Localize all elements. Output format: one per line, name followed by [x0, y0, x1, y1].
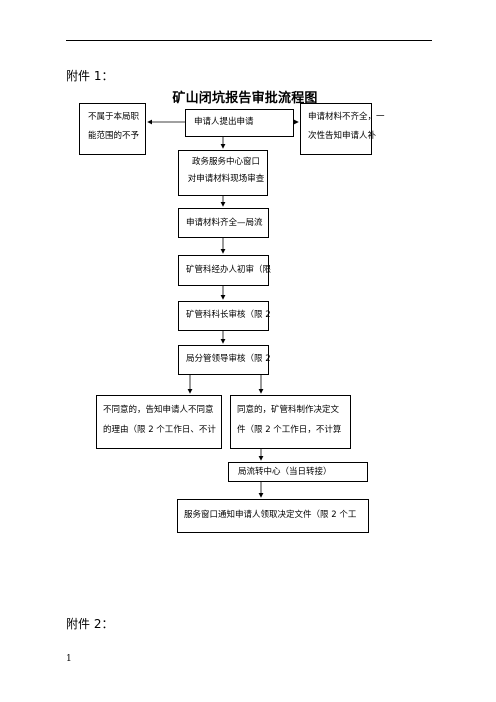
disagree-box: 不同意的，告知申请人不同意 的理由（限 2 个工作日、不计 — [96, 395, 222, 449]
leader-review-box: 局分管领导审核（限 2 — [178, 345, 271, 375]
disagree-line-2: 的理由（限 2 个工作日、不计 — [103, 424, 216, 435]
window-review-line-1: 政务服务中心窗口 — [191, 157, 260, 167]
apply-box: 申请人提出申请 — [185, 109, 294, 137]
agree-line-2: 件（限 2 个工作日，不计算 — [237, 424, 342, 435]
apply-text: 申请人提出申请 — [194, 117, 254, 127]
service-window-text: 服务窗口通知申请人领取决定文件（限 2 个工 — [184, 510, 357, 520]
leader-review-text: 局分管领导审核（限 2 — [186, 354, 271, 364]
incomplete-line-1: 申请材料不齐全，一 — [308, 112, 385, 122]
agree-line-1: 同意的，矿管科制作决定文 — [237, 405, 340, 415]
chief-review-text: 矿管科科长审核（限 2 — [186, 310, 271, 320]
first-review-text: 矿管科经办人初审（限 — [186, 265, 272, 275]
page-number: 1 — [66, 654, 72, 664]
first-review-box: 矿管科经办人初审（限 — [178, 255, 272, 286]
incomplete-materials-box: 申请材料不齐全，一 次性告知申请人补 — [300, 103, 385, 155]
window-review-line-2: 对申请材料现场审查 — [187, 174, 265, 184]
not-in-scope-line-1: 不属于本局职 — [88, 112, 140, 122]
agree-box: 同意的，矿管科制作决定文 件（限 2 个工作日，不计算 — [230, 395, 351, 449]
annex-2-label: 附件 2： — [66, 617, 114, 631]
disagree-line-1: 不同意的，告知申请人不同意 — [103, 405, 214, 415]
not-in-scope-line-2: 能范围的不予 — [88, 130, 140, 141]
annex-1-label: 附件 1： — [66, 69, 114, 83]
incomplete-line-2: 次性告知申请人补 — [308, 130, 377, 141]
header-rule — [66, 40, 432, 41]
complete-transfer-box: 申请材料齐全—局流 — [178, 208, 269, 238]
window-review-box: 政务服务中心窗口 对申请材料现场审查 — [178, 150, 268, 196]
bureau-transfer-box: 局流转中心（当日转接） — [228, 462, 368, 482]
not-in-scope-box: 不属于本局职 能范围的不予 — [79, 103, 146, 155]
chief-review-box: 矿管科科长审核（限 2 — [178, 301, 271, 331]
bureau-transfer-text: 局流转中心（当日转接） — [238, 467, 332, 477]
complete-transfer-text: 申请材料齐全—局流 — [186, 218, 263, 228]
service-window-box: 服务窗口通知申请人领取决定文件（限 2 个工 — [177, 499, 369, 533]
flowchart-title: 矿山闭坑报告审批流程图 — [172, 91, 318, 106]
